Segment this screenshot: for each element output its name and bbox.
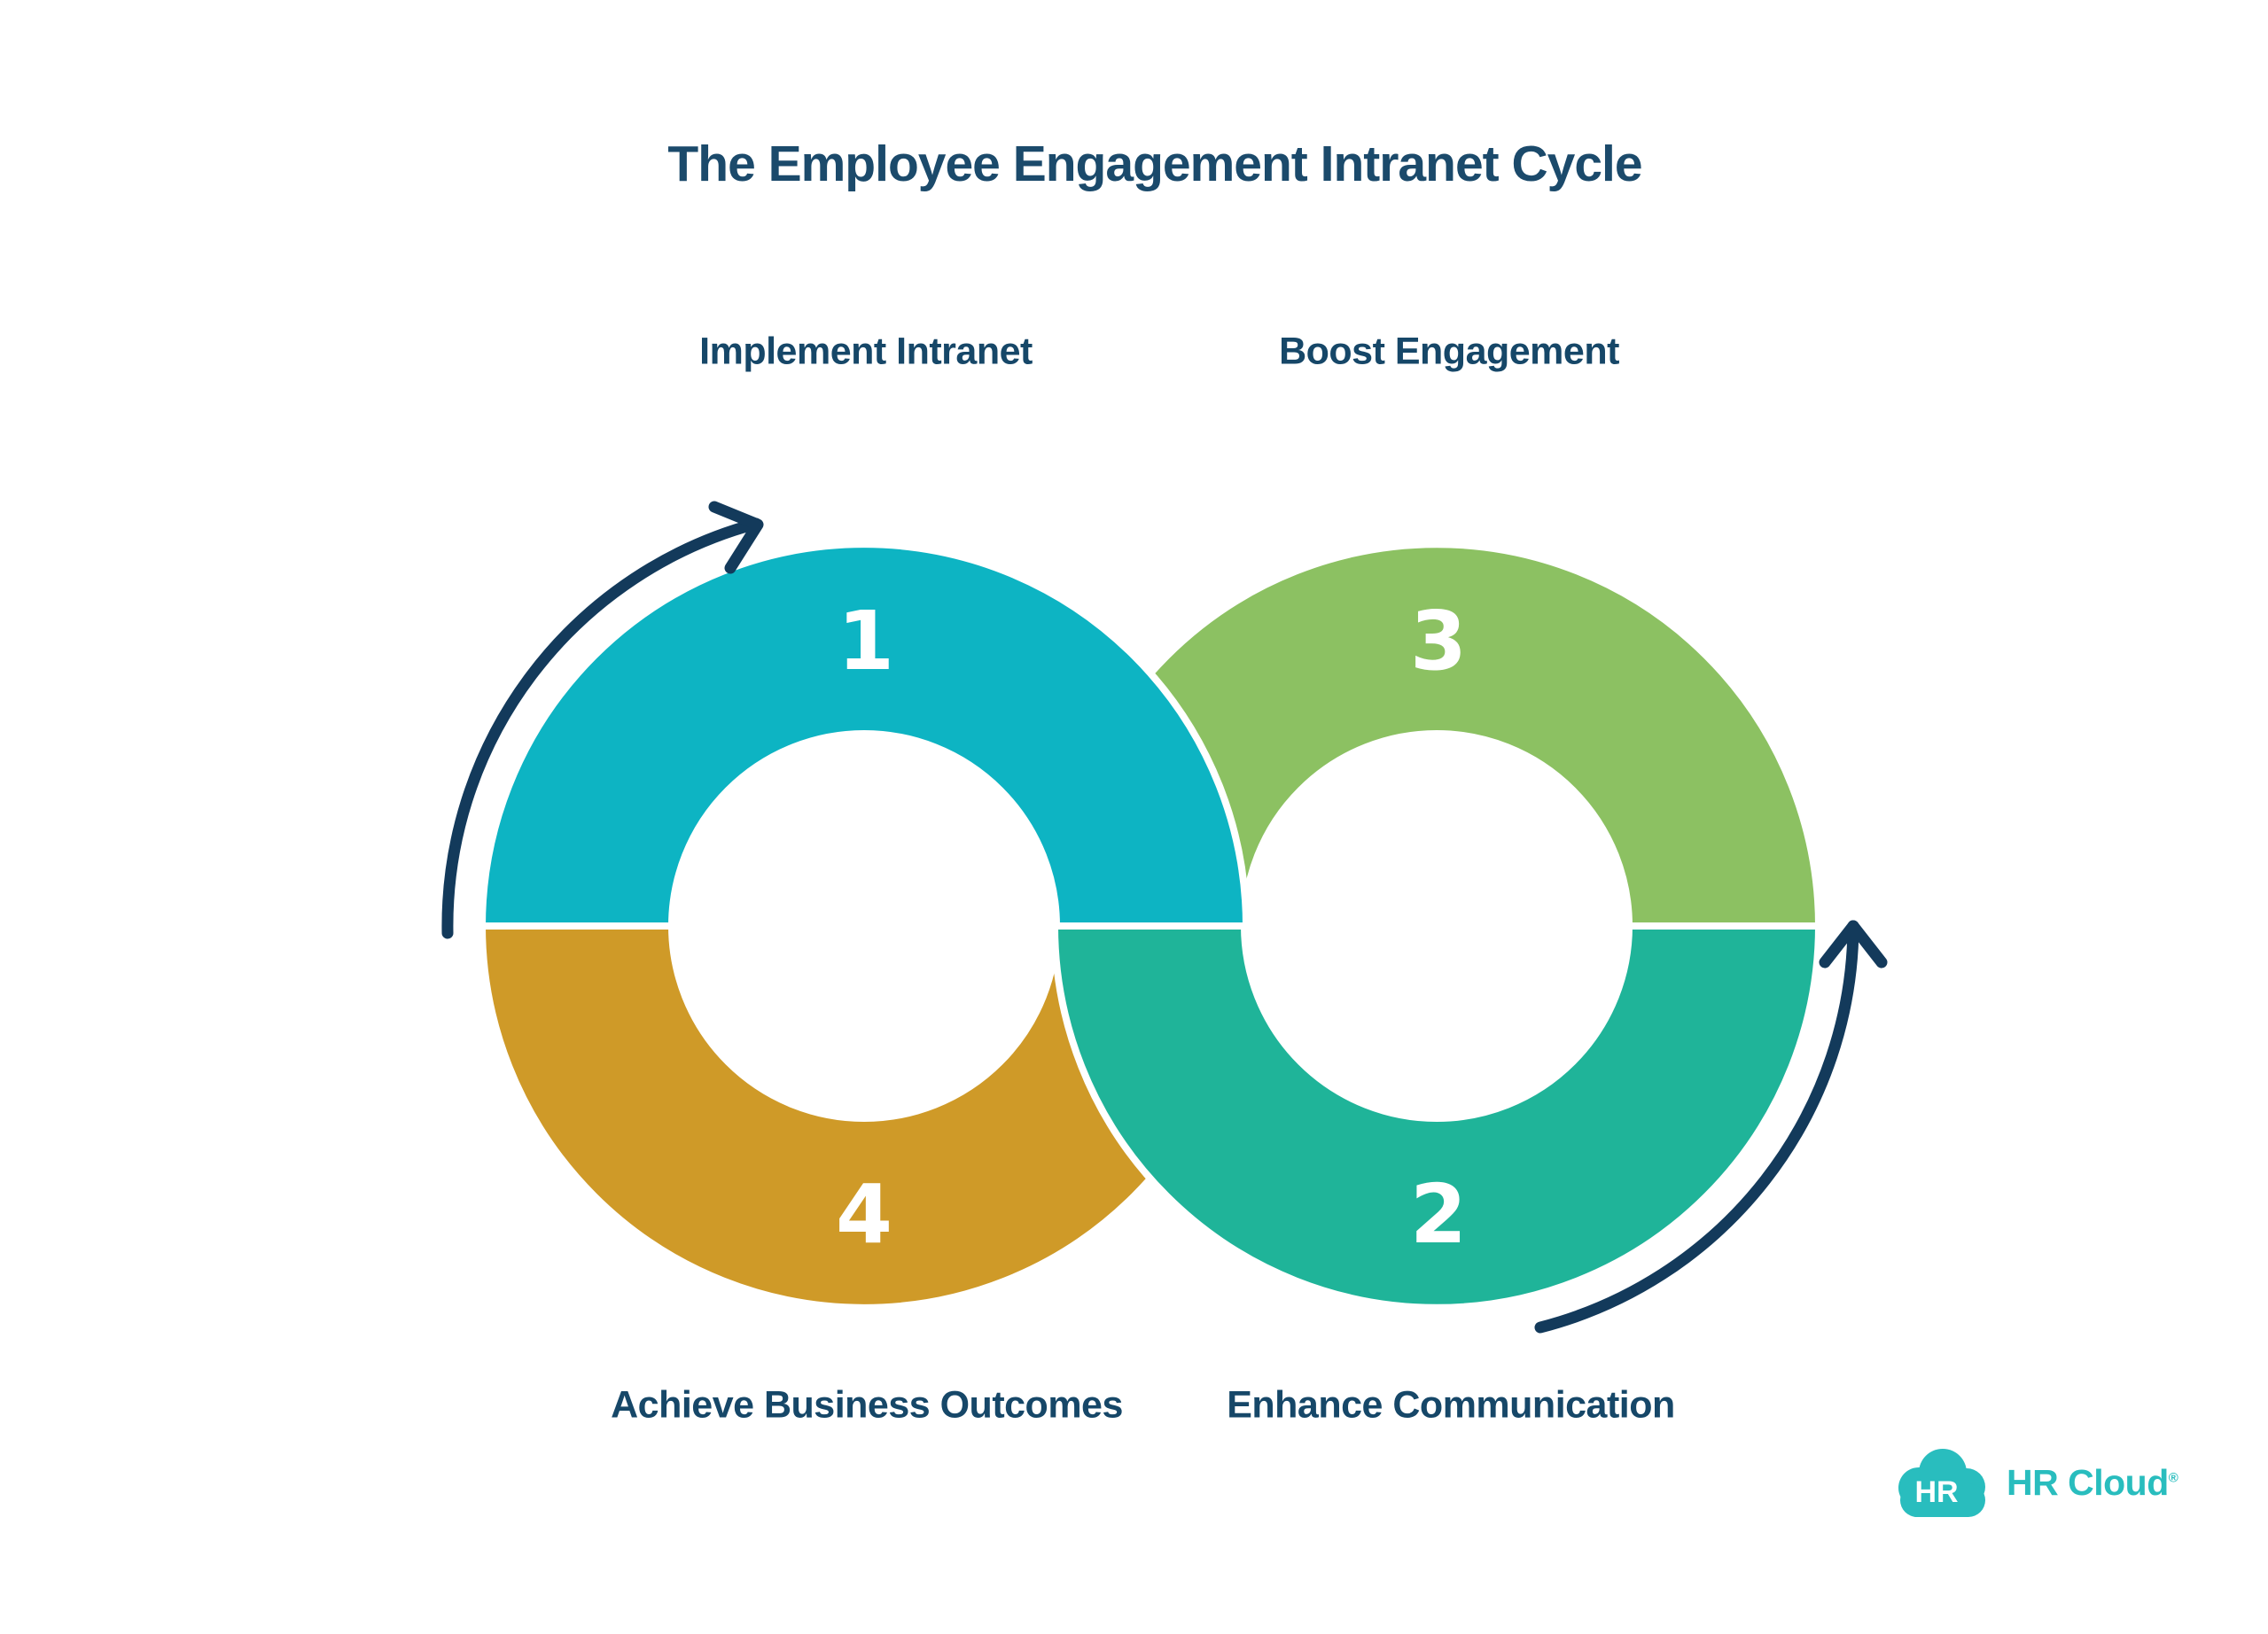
hr-cloud-logo: HR HR Cloud® [1895,1446,2178,1519]
brand-name: HR Cloud® [2007,1461,2178,1503]
ring-segment-3 [1051,541,1822,930]
step-number-4: 4 [835,1167,893,1262]
cloud-icon: HR [1898,1449,1985,1517]
step-label-boost-engagement: Boost Engagement [1279,330,1619,373]
page-title: The Employee Engagement Intranet Cycle [667,136,1642,192]
curved-arrow-bottom-right-icon [1534,920,1888,1334]
registered-mark: ® [2168,1469,2178,1485]
ring-segment-2 [1051,922,1822,1311]
curved-arrow-top-left-icon [441,501,764,939]
step-label-enhance-communication: Enhance Communication [1227,1383,1675,1427]
ring-segment-1 [479,541,1250,930]
cloud-icon-hr-text: HR [1914,1475,1958,1509]
step-label-achieve-business-outcomes: Achieve Business Outcomes [611,1383,1123,1427]
step-label-implement-intranet: Implement Intranet [699,330,1033,373]
step-number-3: 3 [1409,594,1468,689]
step-number-1: 1 [837,594,895,689]
step-number-2: 2 [1409,1167,1468,1262]
